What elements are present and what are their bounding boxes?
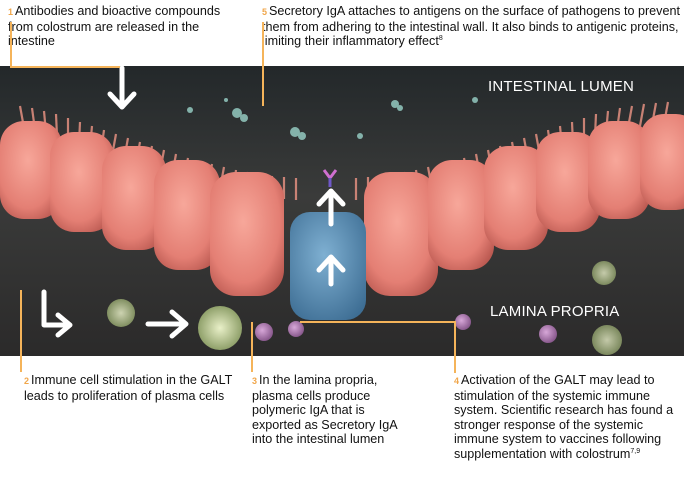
- caption-5-ref: 8: [439, 35, 443, 42]
- caption-5-number: 5: [262, 7, 267, 17]
- lamina-propria-label: LAMINA PROPRIA: [490, 303, 620, 320]
- caption-1-number: 1: [8, 7, 13, 17]
- caption-3-number: 3: [252, 376, 257, 386]
- caption-5-text: Secretory IgA attaches to antigens on th…: [262, 4, 680, 48]
- caption-4-number: 4: [454, 376, 459, 386]
- iga-cell: [290, 212, 366, 320]
- leader-line-5: [262, 22, 264, 106]
- leader-line-3: [251, 322, 253, 372]
- caption-4-text: Activation of the GALT may lead to stimu…: [454, 373, 673, 461]
- caption-2-text: Immune cell stimulation in the GALT lead…: [24, 373, 232, 403]
- caption-4-ref: 7,9: [630, 448, 640, 455]
- intestine-illustration: INTESTINAL LUMEN LAMINA PROPRIA: [0, 66, 684, 356]
- leader-line-2: [20, 290, 22, 372]
- leader-line-4: [454, 321, 456, 373]
- leader-line-1: [10, 22, 12, 66]
- intestinal-lumen-label: INTESTINAL LUMEN: [488, 78, 634, 95]
- caption-3-text: In the lamina propria, plasma cells prod…: [252, 373, 397, 446]
- leader-line-1-h: [10, 66, 120, 68]
- caption-1-text: Antibodies and bioactive compounds from …: [8, 4, 220, 48]
- caption-2-number: 2: [24, 376, 29, 386]
- leader-line-4-h: [300, 321, 456, 323]
